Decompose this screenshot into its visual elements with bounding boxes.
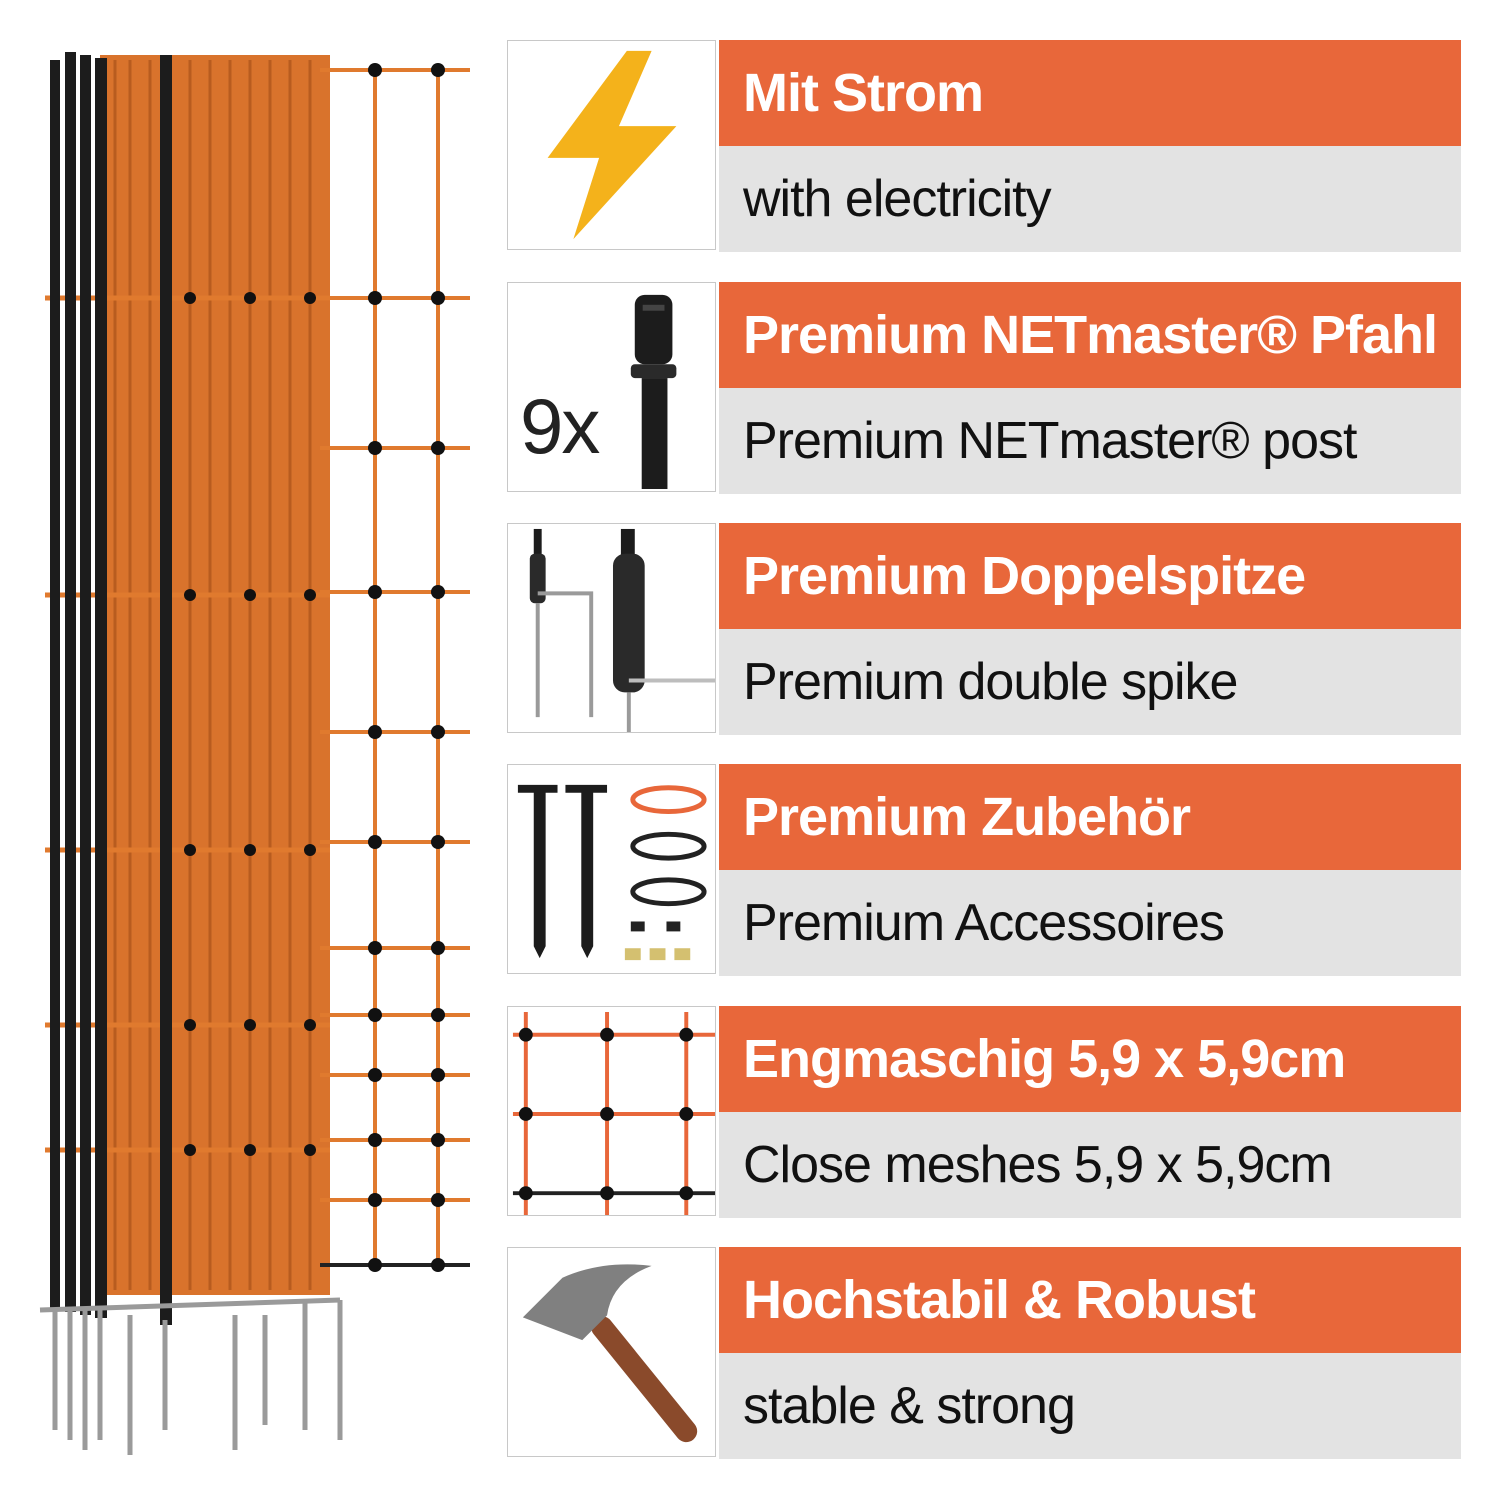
feature-title-de: Premium Doppelspitze <box>719 523 1461 629</box>
accessories-icon <box>517 784 707 961</box>
feature-title-en: with electricity <box>719 146 1461 252</box>
feature-title-en: stable & strong <box>719 1353 1461 1459</box>
fence-net-image <box>39 52 470 1455</box>
lightning-icon-box <box>507 40 716 250</box>
feature-title-en: Premium Accessoires <box>719 870 1461 976</box>
feature-title-en: Premium double spike <box>719 629 1461 735</box>
feature-title-de: Mit Strom <box>719 40 1461 146</box>
feature-title-de: Premium Zubehör <box>719 764 1461 870</box>
hammer-icon <box>522 1264 698 1443</box>
feature-row-mesh: Engmaschig 5,9 x 5,9cm Close meshes 5,9 … <box>507 1006 1461 1218</box>
lightning-icon <box>547 50 677 240</box>
feature-title-de: Hochstabil & Robust <box>719 1247 1461 1353</box>
feature-row-double-spike: Premium Doppelspitze Premium double spik… <box>507 523 1461 735</box>
feature-title-en: Premium NETmaster® post <box>719 388 1461 494</box>
mesh-icon <box>512 1011 715 1215</box>
post-icon <box>630 294 677 490</box>
double-spike-icon <box>529 528 715 732</box>
post-icon-box: 9x <box>507 282 716 492</box>
feature-row-accessories: Premium Zubehör Premium Accessoires <box>507 764 1461 976</box>
feature-title-de: Premium NETmaster® Pfahl <box>719 282 1461 388</box>
feature-title-en: Close meshes 5,9 x 5,9cm <box>719 1112 1461 1218</box>
hammer-icon-box <box>507 1247 716 1457</box>
post-count-label: 9x <box>520 382 600 470</box>
accessories-icon-box <box>507 764 716 974</box>
feature-row-robust: Hochstabil & Robust stable & strong <box>507 1247 1461 1459</box>
mesh-icon-box <box>507 1006 716 1216</box>
feature-row-electricity: Mit Strom with electricity <box>507 40 1461 252</box>
feature-title-de: Engmaschig 5,9 x 5,9cm <box>719 1006 1461 1112</box>
double-spike-icon-box <box>507 523 716 733</box>
feature-row-post: 9x Premium NETmaster® Pfahl Premium NETm… <box>507 282 1461 494</box>
